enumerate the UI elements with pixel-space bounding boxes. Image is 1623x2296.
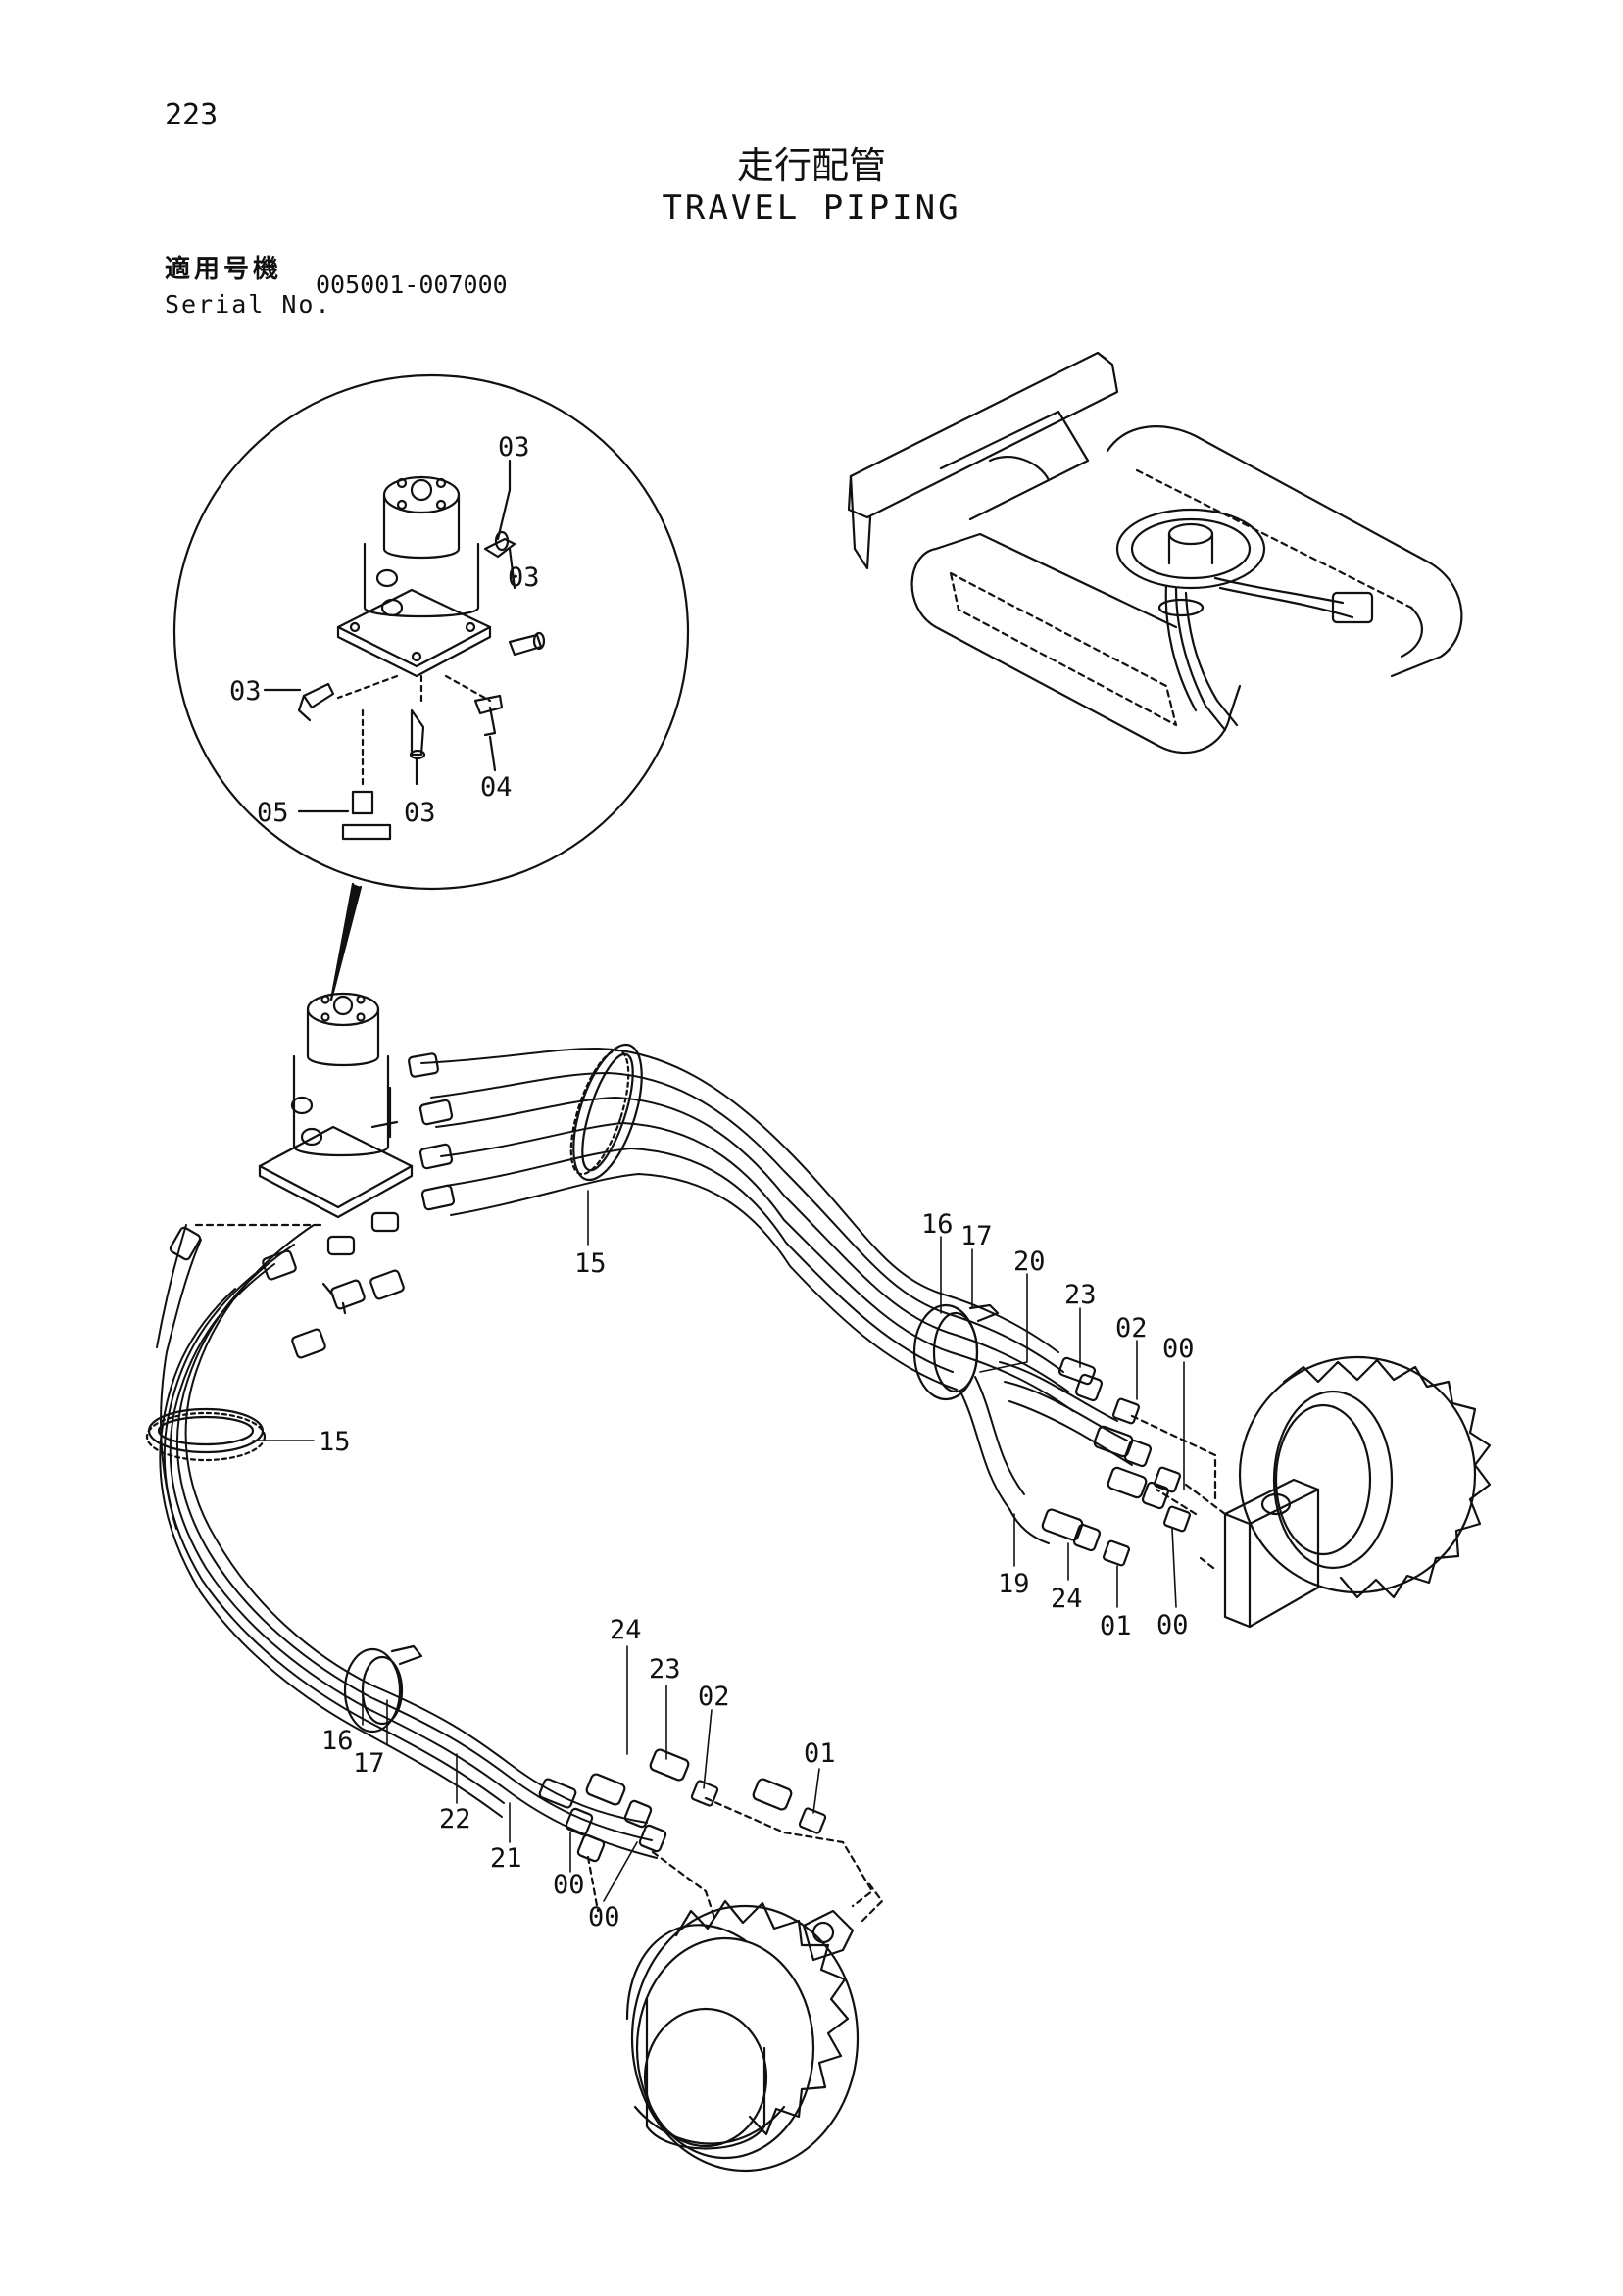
hose-clamp-16-17-left [343,1644,423,1734]
callout-17-right: 17 [960,1221,993,1251]
page-title-english: TRAVEL PIPING [662,188,961,227]
left-travel-motor [625,1880,884,2173]
hose-clamp-15-left [145,1407,267,1462]
hose-bundle [156,1048,1133,1859]
callout-21: 21 [490,1843,522,1874]
hose-clamp-15-top [569,1043,643,1182]
swivel-fittings [169,1052,456,1359]
machine-overview-inset [847,351,1463,755]
callout-02-left: 02 [698,1682,730,1712]
callout-00-left-a: 00 [553,1870,585,1900]
callout-01-right: 01 [1100,1611,1132,1641]
swivel-joint-detail-circle [172,373,690,1001]
callout-22: 22 [439,1804,471,1834]
callout-03-left: 03 [229,676,262,707]
center-swivel-joint [258,992,414,1219]
callout-24-left: 24 [610,1615,642,1645]
callout-24-right: 24 [1051,1584,1083,1614]
callout-16-left: 16 [321,1726,354,1756]
callout-15-left: 15 [319,1427,351,1457]
callout-20: 20 [1013,1246,1046,1277]
callout-03-right: 03 [508,562,540,593]
right-leader-lines [940,1236,1185,1608]
callout-03-top: 03 [498,432,530,463]
callout-04: 04 [480,772,513,803]
left-motor-fittings [538,1748,874,1923]
left-leader-lines [362,1645,820,1902]
page-title-japanese: 走行配管 [736,144,886,187]
callout-05: 05 [257,798,289,828]
callout-00-right-top: 00 [1162,1334,1195,1364]
right-motor-fittings [1041,1356,1227,1567]
hose-clamp-16-17-right [912,1303,1000,1401]
right-travel-motor [1155,1355,1492,1629]
page-number: 223 [165,98,219,132]
callout-00-right-bottom: 00 [1156,1610,1189,1640]
callout-17-left: 17 [353,1748,385,1779]
callout-03-bottom: 03 [404,798,436,828]
callout-15-top: 15 [574,1248,607,1279]
serial-label-english: Serial No. [165,290,332,318]
callout-23-left: 23 [649,1654,681,1685]
callout-00-left-b: 00 [588,1902,620,1932]
callout-23-right: 23 [1064,1280,1097,1310]
serial-label-japanese: 適用号機 [165,255,283,284]
callout-16-right: 16 [921,1209,954,1240]
serial-range: 005001-007000 [316,270,508,299]
callout-02-right: 02 [1115,1313,1148,1343]
callout-01-left: 01 [804,1738,836,1769]
callout-19: 19 [998,1569,1030,1599]
